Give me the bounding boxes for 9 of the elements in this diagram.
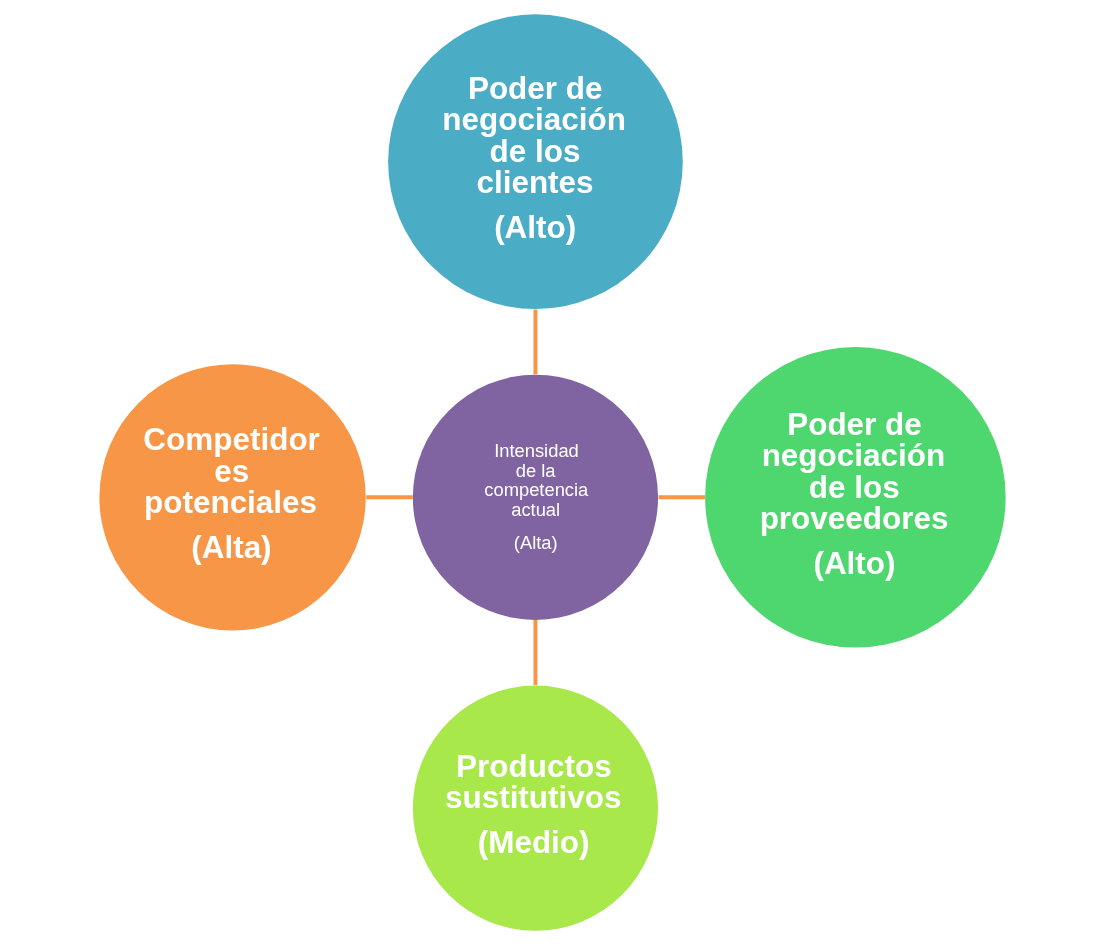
node-circle: Intensidad de la competencia actual (Alta) — [412, 374, 658, 620]
node-circle: Productos sustitutivos (Medio) — [412, 685, 658, 931]
node-circle: Competidor es potenciales (Alta) — [98, 363, 366, 630]
node-circle: Poder de negociación de los clientes (Alto) — [387, 13, 683, 309]
connector — [532, 309, 537, 374]
connector — [365, 494, 413, 499]
connector — [658, 494, 705, 499]
connector — [532, 619, 537, 685]
node-circle: Poder de negociación de los proveedores (Alto) — [704, 346, 1006, 648]
